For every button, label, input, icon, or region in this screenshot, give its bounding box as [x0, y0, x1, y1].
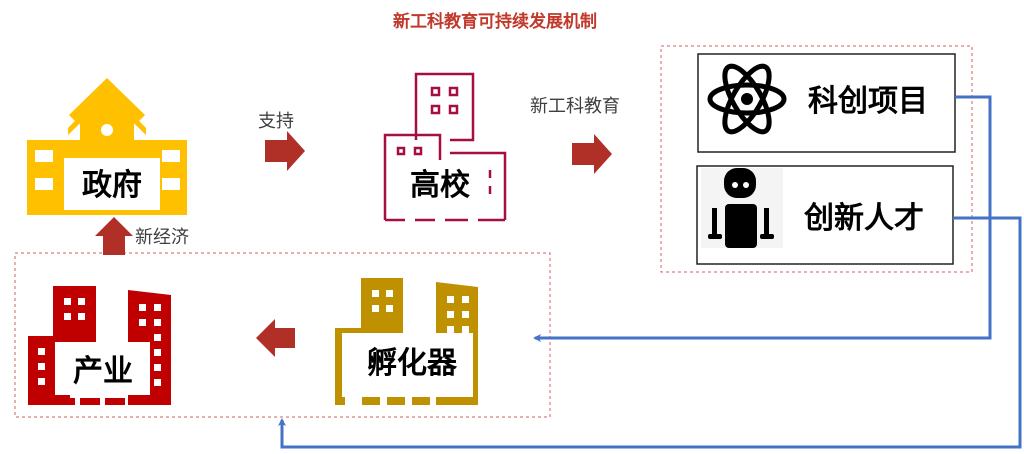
- industry-group-frame: [14, 252, 551, 418]
- incubate-arrow: [256, 319, 295, 357]
- node-university: 高校: [410, 168, 470, 203]
- node-projects: 科创项目: [808, 84, 928, 119]
- incubator-icon: [335, 278, 478, 405]
- talent-to-industry-connector: [278, 216, 1022, 449]
- economy-arrow: [95, 217, 133, 255]
- robot-icon: [708, 168, 774, 248]
- node-talent: 创新人才: [803, 201, 924, 236]
- education-arrow: [572, 134, 612, 174]
- diagram-title: 新工科教育可持续发展机制: [393, 11, 597, 32]
- node-industry: 产业: [73, 354, 133, 389]
- atom-icon: [707, 63, 787, 135]
- node-government: 政府: [82, 168, 142, 203]
- university-icon: [383, 72, 507, 222]
- industry-icon: [28, 286, 171, 405]
- output-group-frame: [660, 45, 973, 273]
- government-icon: [27, 78, 187, 215]
- label-education: 新工科教育: [530, 96, 620, 117]
- label-support: 支持: [258, 111, 294, 132]
- support-arrow: [265, 131, 305, 171]
- node-incubator: 孵化器: [367, 346, 458, 381]
- label-economy: 新经济: [135, 227, 189, 248]
